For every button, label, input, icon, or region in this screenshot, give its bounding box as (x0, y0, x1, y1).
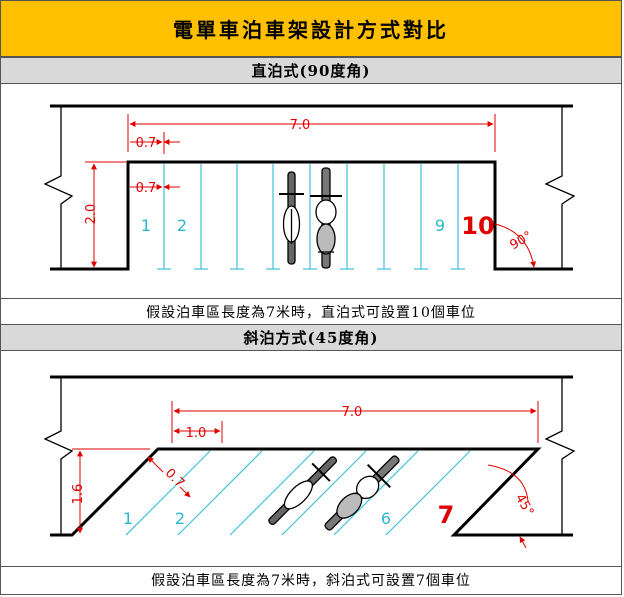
dim-depth: 2.0 (84, 204, 99, 225)
slot-label: 1 (141, 216, 151, 235)
motorcycle-icon (279, 171, 304, 265)
section-heading-90: 直泊式(90度角) (1, 57, 621, 84)
dimension-lines (72, 401, 539, 549)
angle-label: 45° (512, 492, 537, 519)
slot-label: 2 (175, 509, 185, 528)
slot-label: 6 (381, 509, 391, 528)
angle-label: 90° (508, 229, 535, 254)
last-slot-number: 7 (438, 501, 455, 529)
dim-offset: 1.0 (186, 426, 207, 441)
dim-offset: 0.7 (136, 136, 157, 151)
stall-lines (163, 164, 459, 269)
caption-90: 假設泊車區長度為7米時，直泊式可設置10個車位 (1, 298, 621, 324)
section-heading-45: 斜泊方式(45度角) (1, 324, 621, 351)
curb-outline (50, 104, 573, 271)
dim-total-length: 7.0 (290, 118, 311, 133)
slot-label: 1 (123, 509, 133, 528)
diagram-perpendicular-parking: 7.0 0.7 0.7 2.0 90° 1 2 9 10 (43, 104, 576, 271)
page-title: 電單車泊車架設計方式對比 (1, 1, 621, 57)
break-marks (43, 377, 576, 535)
dim-spacing: 0.7 (136, 181, 157, 196)
diagram-angled-parking: 7.0 1.0 0.7 1.6 45° 1 2 6 7 (43, 375, 576, 549)
stall-lines (125, 450, 471, 536)
dimension-lines (85, 114, 537, 268)
slot-label: 9 (435, 216, 445, 235)
motorcycle-icon (324, 455, 400, 531)
last-slot-number: 10 (461, 212, 494, 240)
curb-outline (50, 375, 573, 537)
motorcycle-icon (310, 167, 342, 269)
slot-label: 2 (177, 216, 187, 235)
dim-depth: 1.6 (71, 484, 86, 505)
dim-total-length: 7.0 (342, 405, 363, 420)
caption-45: 假設泊車區長度為7米時，斜泊式可設置7個車位 (1, 566, 621, 592)
motorcycle-icon (268, 456, 338, 526)
dim-spacing: 0.7 (162, 466, 187, 491)
break-marks (43, 106, 576, 269)
